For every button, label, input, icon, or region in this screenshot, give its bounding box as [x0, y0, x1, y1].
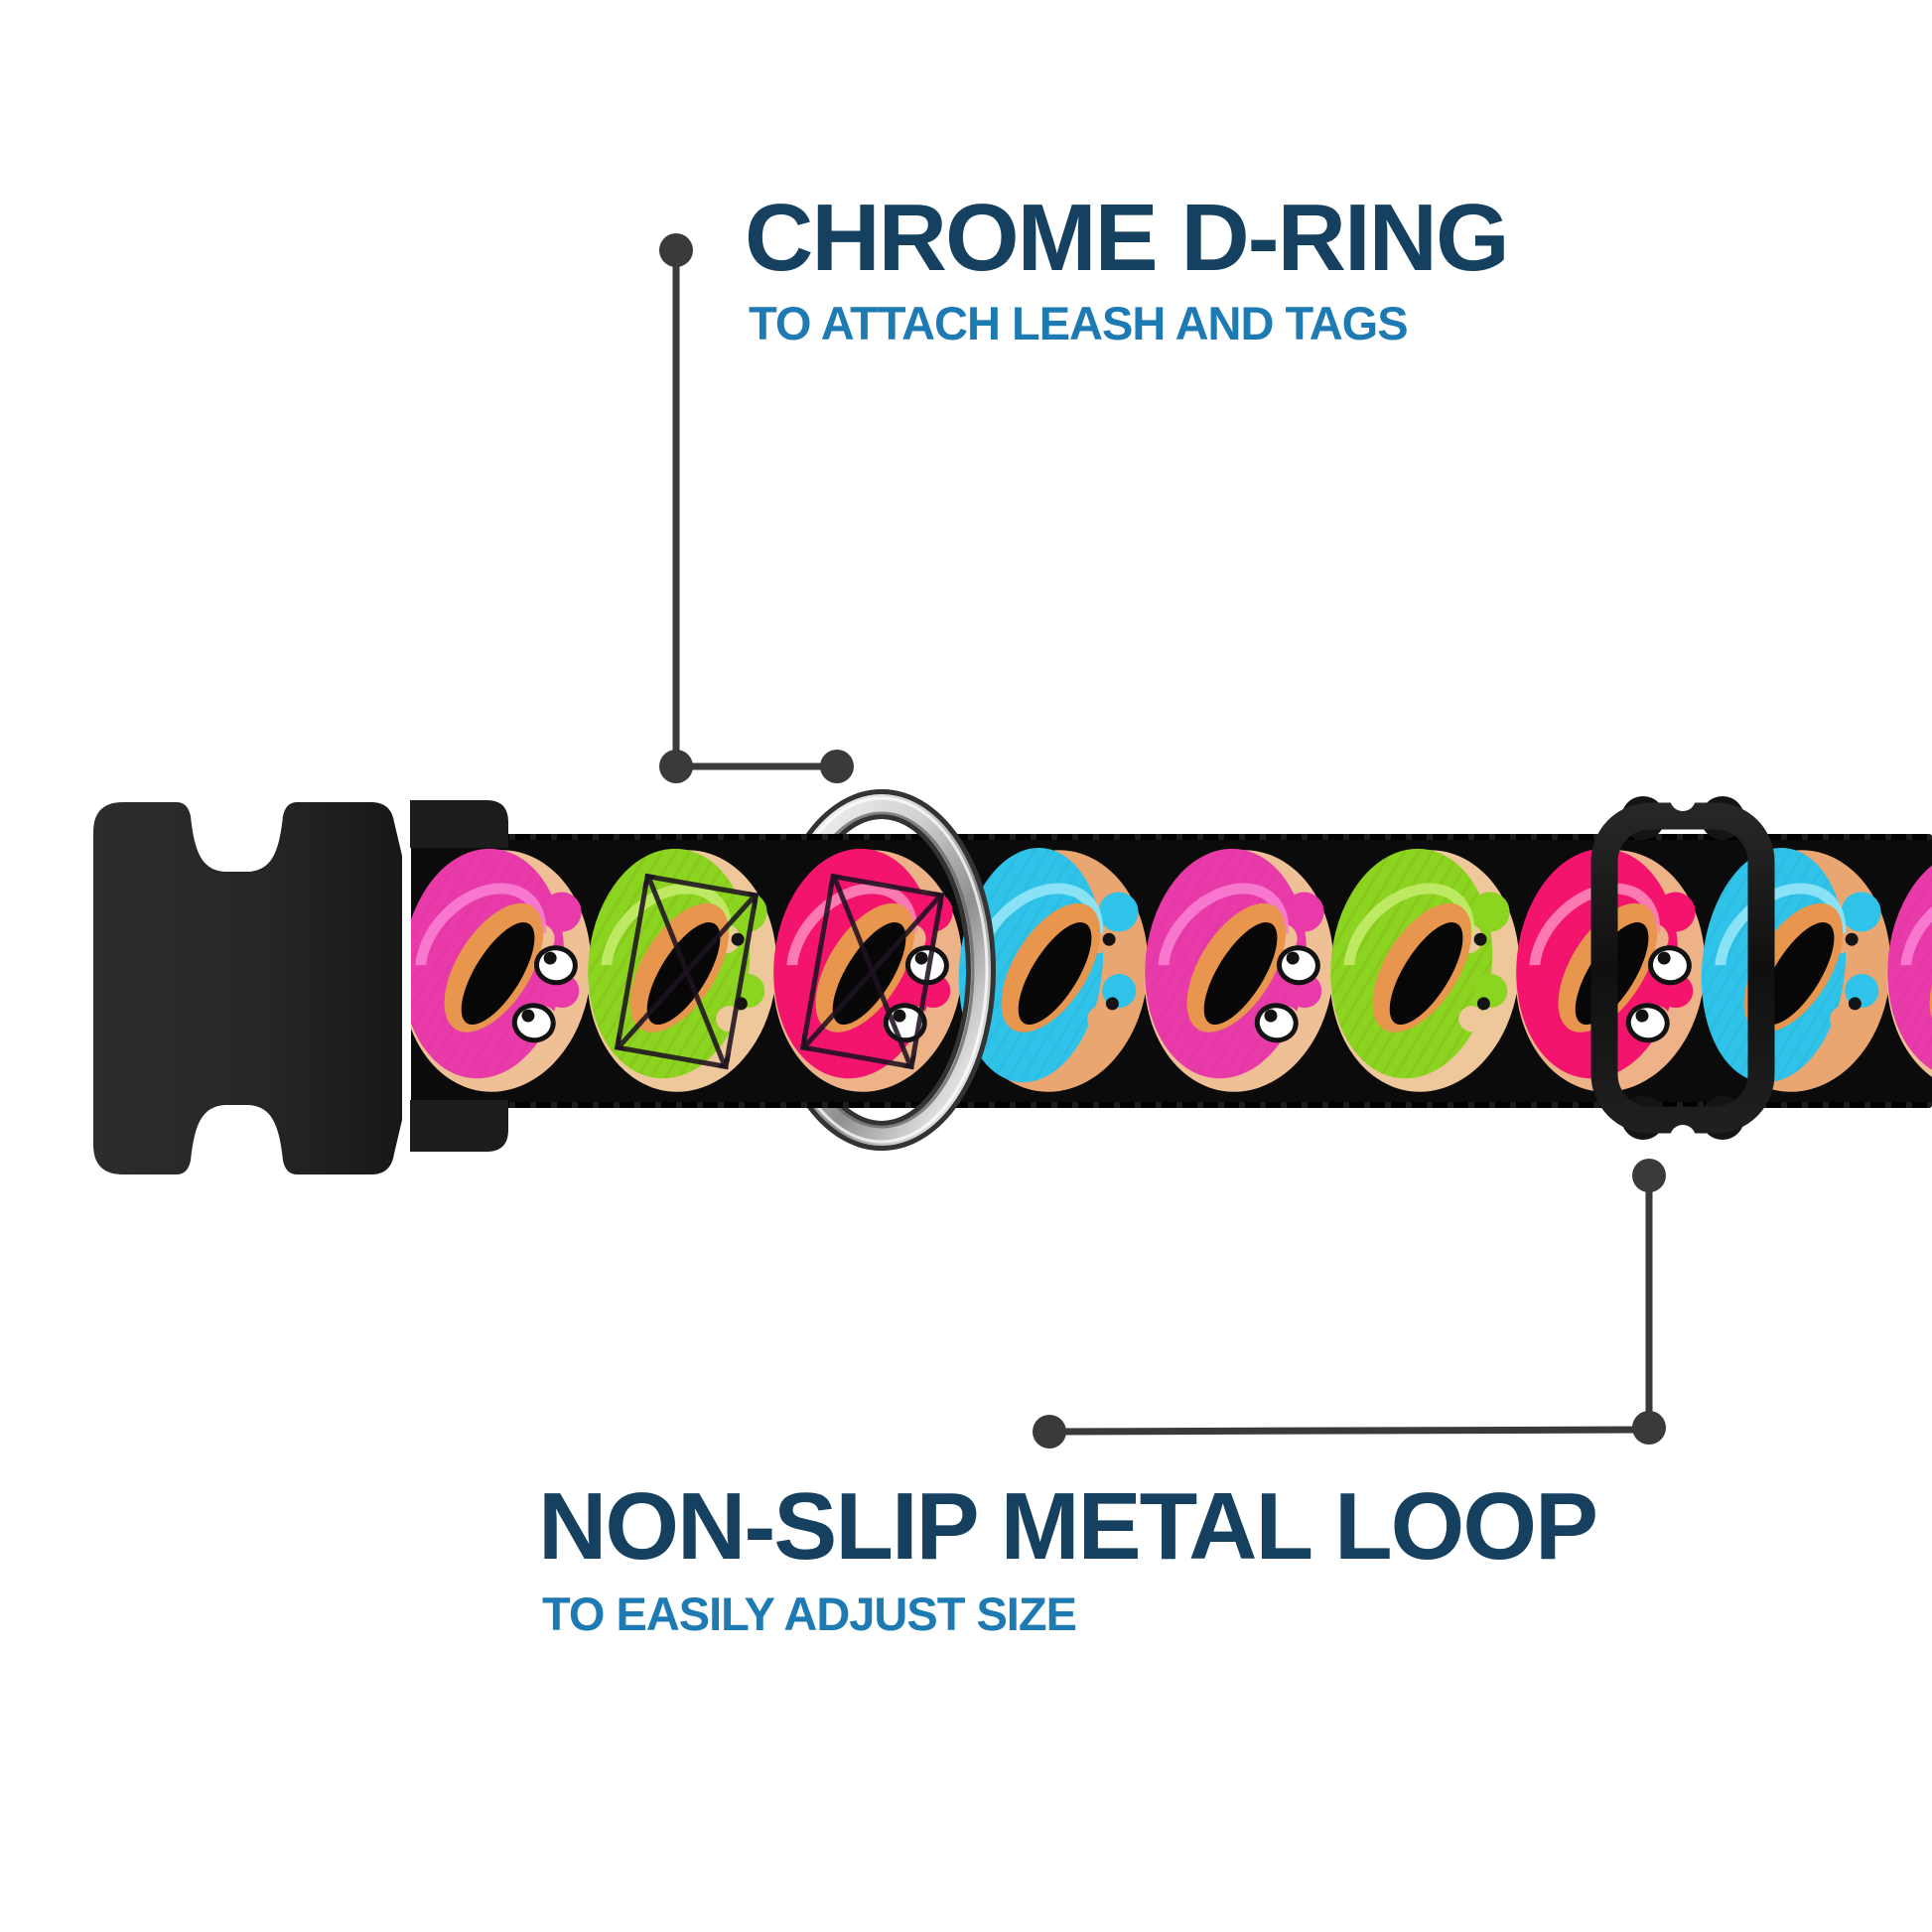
- donut-green: [1316, 840, 1532, 1102]
- loop-annotation: NON-SLIP METAL LOOP TO EASILY ADJUST SIZ…: [538, 1479, 1729, 1678]
- loop-annotation-title: NON-SLIP METAL LOOP: [538, 1473, 1598, 1580]
- dring-annotation-subtitle: TO ATTACH LEASH AND TAGS: [749, 297, 1409, 349]
- donut-green: [574, 840, 789, 1102]
- metal-loop-slider: [1590, 796, 1775, 1140]
- collar-strap: [411, 834, 1932, 1108]
- buckle-bottom-tab: [410, 1100, 508, 1152]
- donut-pink: [1131, 840, 1346, 1102]
- buckle-body: [93, 802, 402, 1174]
- buckle-top-tab: [410, 800, 508, 848]
- dring-annotation-title: CHROME D-RING: [745, 185, 1510, 291]
- plastic-buckle: [93, 800, 508, 1174]
- loop-annotation-subtitle: TO EASILY ADJUST SIZE: [542, 1587, 1077, 1640]
- dring-annotation: CHROME D-RING TO ATTACH LEASH AND TAGS: [745, 191, 1638, 389]
